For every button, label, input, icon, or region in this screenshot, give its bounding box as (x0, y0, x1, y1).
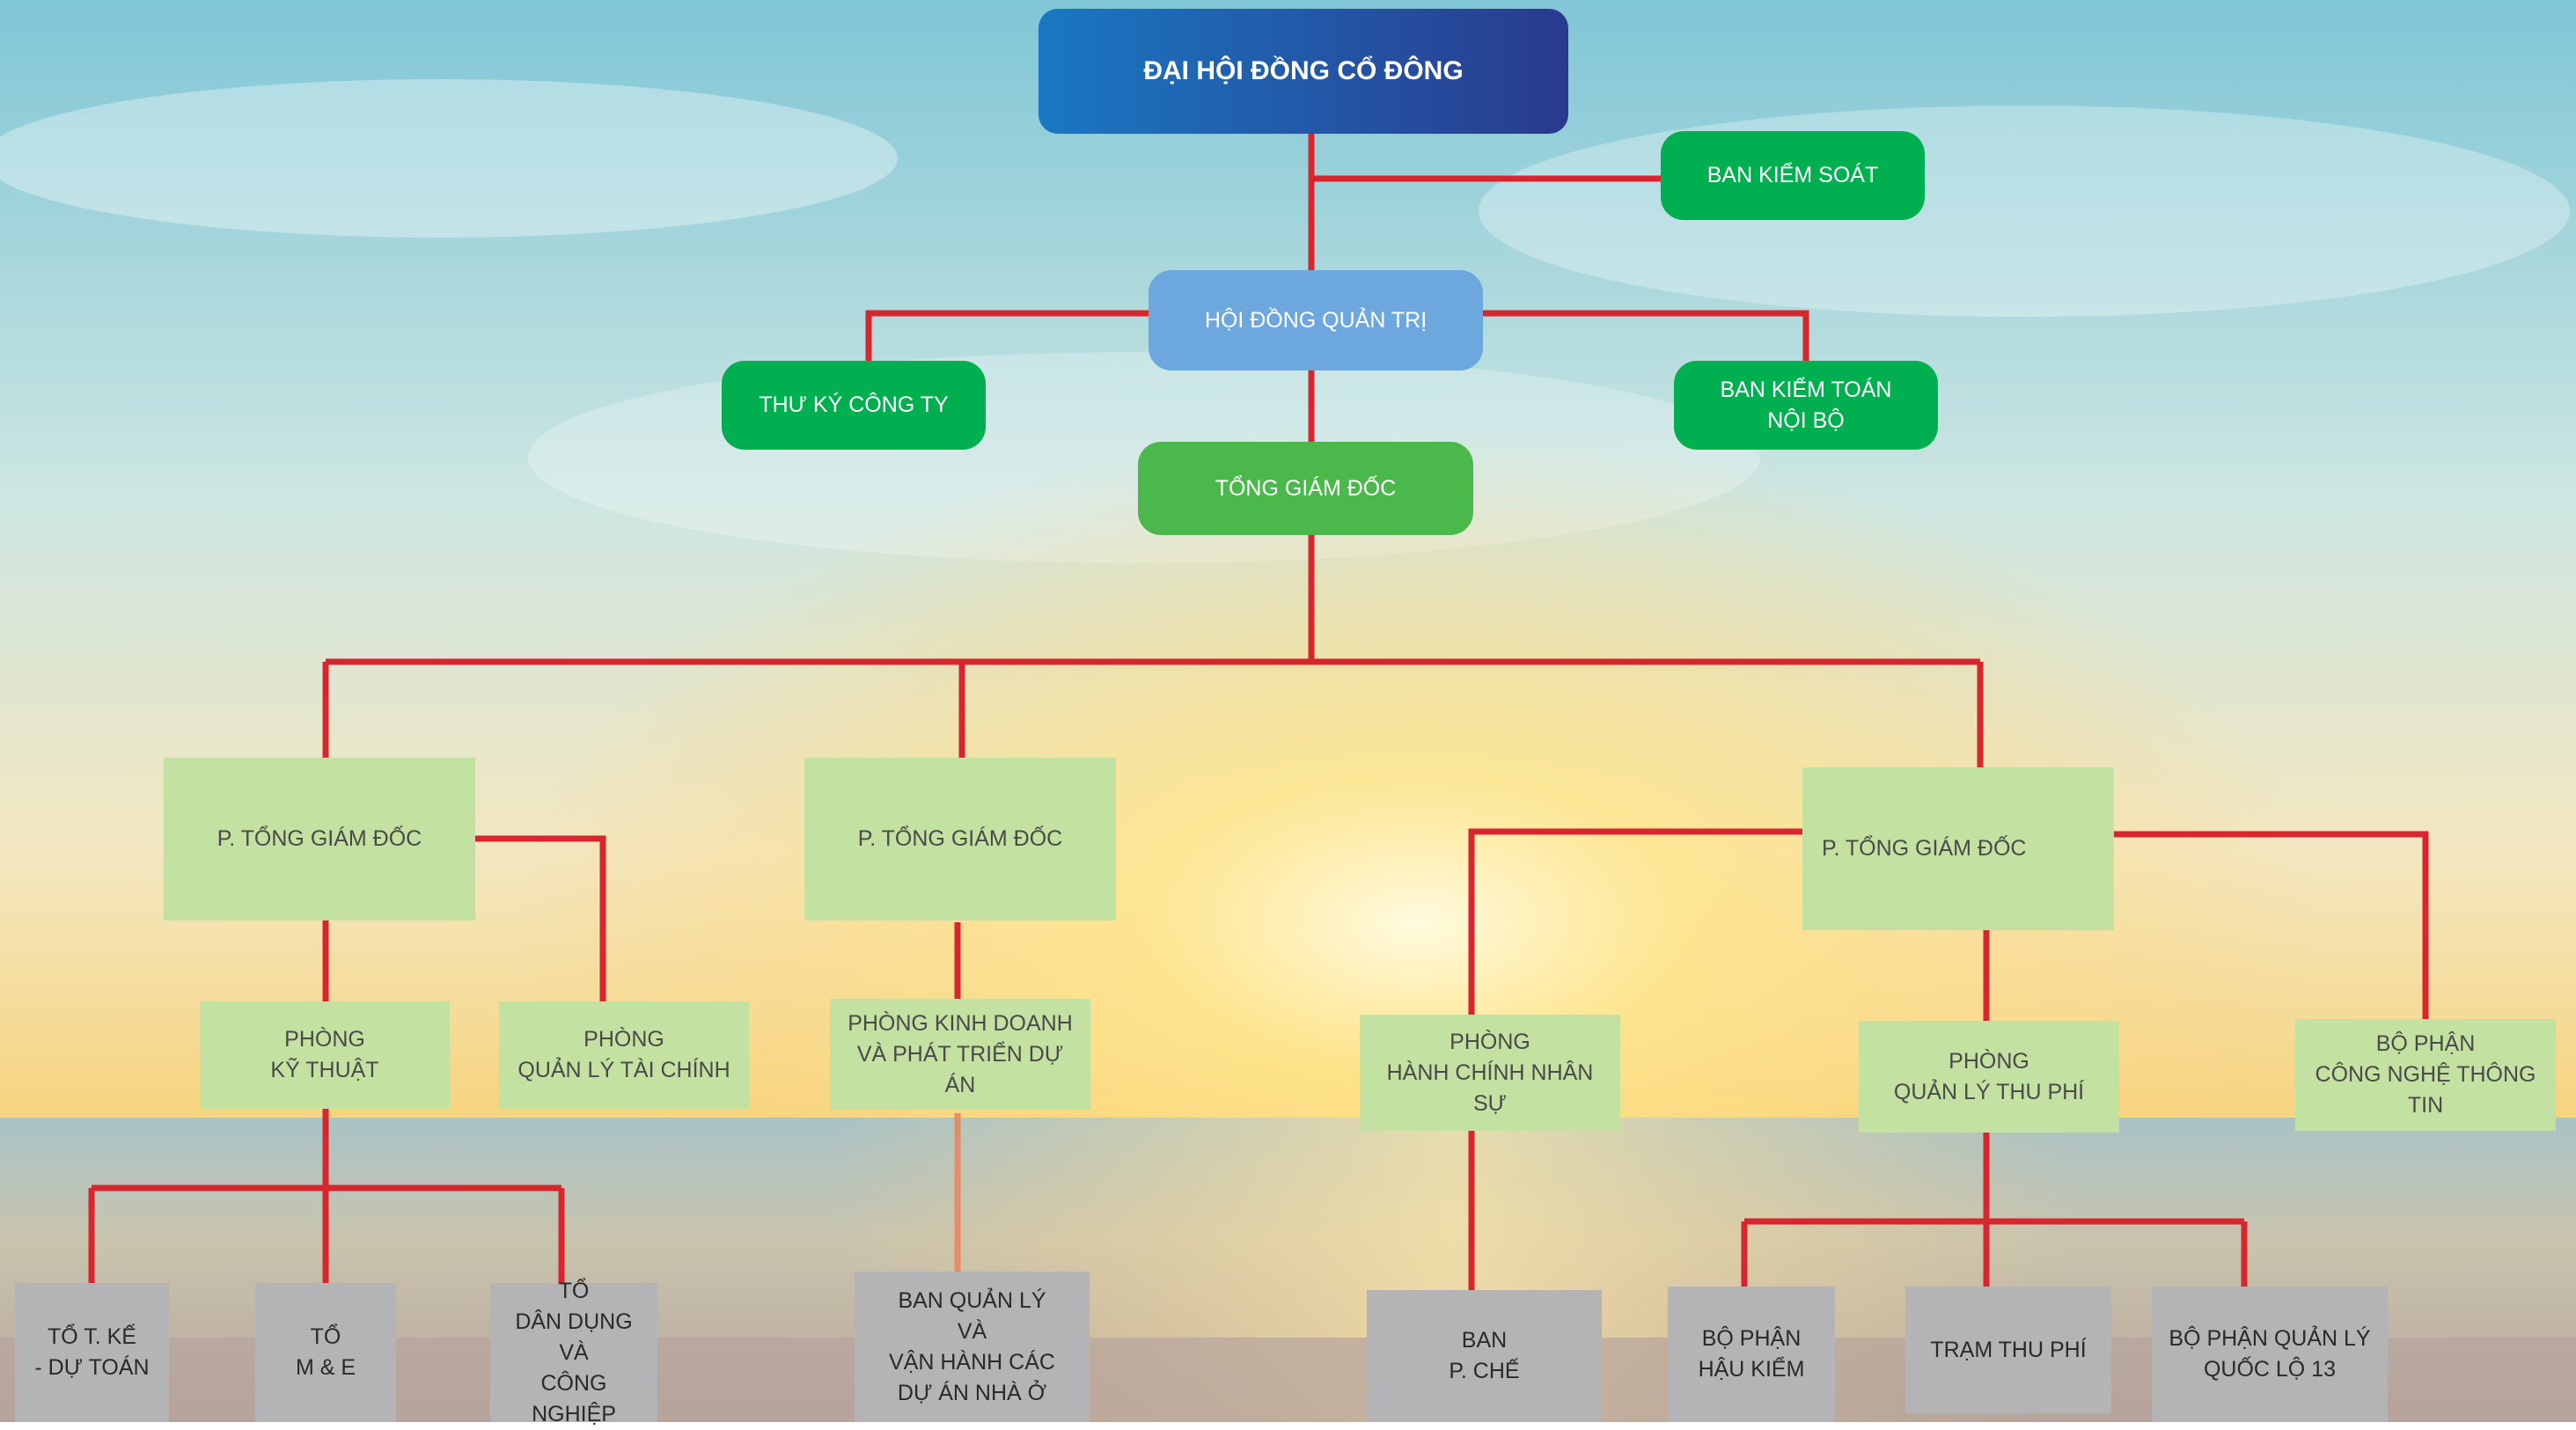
connector-ptgd1-tai-chinh (475, 835, 606, 1003)
pho-tong-giam-doc-2-box: P. TỔNG GIÁM ĐỐC (804, 758, 1116, 920)
to-m-e-box: TỔ M & E (255, 1283, 396, 1422)
thu-ky-cong-ty-label: THƯ KÝ CÔNG TY (759, 392, 949, 417)
pho-tong-giam-doc-2-label: P. TỔNG GIÁM ĐỐC (857, 826, 1063, 851)
pho-tong-giam-doc-3-label: P. TỔNG GIÁM ĐỐC (1822, 836, 2027, 861)
dai-hoi-dong-co-dong-label: ĐẠI HỘI ĐỒNG CỔ ĐÔNG (1143, 56, 1464, 85)
bo-phan-hau-kiem-label: BỘ PHẬN HẬU KIỂM (1698, 1326, 1805, 1382)
bo-phan-hau-kiem-box: BỘ PHẬN HẬU KIỂM (1668, 1287, 1835, 1422)
pho-tong-giam-doc-1-box: P. TỔNG GIÁM ĐỐC (164, 758, 475, 920)
tong-giam-doc-label: TỔNG GIÁM ĐỐC (1215, 475, 1397, 501)
ban-quan-ly-van-hanh-du-an-label: BAN QUẢN LÝ VÀ VẬN HÀNH CÁC DỰ ÁN NHÀ Ở (889, 1287, 1055, 1405)
bo-phan-cntt-label: BỘ PHẬN CÔNG NGHỆ THÔNG TIN (2315, 1031, 2536, 1118)
ban-quan-ly-van-hanh-du-an-box: BAN QUẢN LÝ VÀ VẬN HÀNH CÁC DỰ ÁN NHÀ Ở (855, 1272, 1090, 1422)
ban-kiem-toan-noi-bo-box: BAN KIỂM TOÁN NỘI BỘ (1674, 361, 1938, 450)
bo-phan-cntt-box: BỘ PHẬN CÔNG NGHỆ THÔNG TIN (2295, 1019, 2556, 1131)
to-thiet-ke-du-toan-label: TỔ T. KẾ - DỰ TOÁN (34, 1324, 150, 1380)
bo-phan-quan-ly-quoc-lo-13-label: BỘ PHẬN QUẢN LÝ QUỐC LỘ 13 (2169, 1326, 2371, 1382)
connector-thu-ky (865, 310, 1149, 363)
phong-quan-ly-thu-phi-box: PHÒNG QUẢN LÝ THU PHÍ (1859, 1021, 2119, 1133)
ban-kiem-soat-box: BAN KIỂM SOÁT (1661, 131, 1925, 220)
phong-quan-ly-tai-chinh-label: PHÒNG QUẢN LÝ TÀI CHÍNH (517, 1027, 730, 1082)
connector-ptgd3-hcns (1468, 828, 1804, 1016)
phong-kinh-doanh-label: PHÒNG KINH DOANH VÀ PHÁT TRIỂN DỰ ÁN (848, 1010, 1073, 1097)
tram-thu-phi-label: TRẠM THU PHÍ (1930, 1337, 2087, 1362)
to-thiet-ke-du-toan-box: TỔ T. KẾ - DỰ TOÁN (15, 1283, 169, 1422)
pho-tong-giam-doc-1-label: P. TỔNG GIÁM ĐỐC (217, 826, 422, 851)
thu-ky-cong-ty-box: THƯ KÝ CÔNG TY (722, 361, 986, 450)
phong-kinh-doanh-box: PHÒNG KINH DOANH VÀ PHÁT TRIỂN DỰ ÁN (830, 999, 1090, 1110)
pho-tong-giam-doc-3-box: P. TỔNG GIÁM ĐỐC (1802, 767, 2114, 930)
to-dan-dung-cong-nghiep-label: TỔ DÂN DỤNG VÀ CÔNG NGHIỆP (515, 1278, 633, 1426)
ban-p-che-box: BAN P. CHẾ (1367, 1290, 1602, 1422)
bo-phan-quan-ly-quoc-lo-13-box: BỘ PHẬN QUẢN LÝ QUỐC LỘ 13 (2152, 1287, 2388, 1422)
hoi-dong-quan-tri-box: HỘI ĐỒNG QUẢN TRỊ (1149, 270, 1483, 370)
hoi-dong-quan-tri-label: HỘI ĐỒNG QUẢN TRỊ (1204, 307, 1427, 333)
dai-hoi-dong-co-dong-box: ĐẠI HỘI ĐỒNG CỔ ĐÔNG (1038, 9, 1568, 134)
phong-ky-thuat-box: PHÒNG KỸ THUẬT (200, 1001, 450, 1109)
to-dan-dung-cong-nghiep-box: TỔ DÂN DỤNG VÀ CÔNG NGHIỆP (490, 1279, 657, 1426)
connector-ptgd3-cntt (2112, 831, 2429, 1021)
tong-giam-doc-box: TỔNG GIÁM ĐỐC (1138, 442, 1473, 535)
ban-p-che-label: BAN P. CHẾ (1449, 1328, 1520, 1383)
ban-kiem-toan-noi-bo-label: BAN KIỂM TOÁN NỘI BỘ (1720, 377, 1892, 433)
phong-quan-ly-tai-chinh-box: PHÒNG QUẢN LÝ TÀI CHÍNH (499, 1001, 749, 1109)
phong-ky-thuat-label: PHÒNG KỸ THUẬT (270, 1027, 379, 1082)
connector-ban-kiem-toan (1483, 310, 1809, 363)
phong-quan-ly-thu-phi-label: PHÒNG QUẢN LÝ THU PHÍ (1893, 1048, 2085, 1104)
phong-hanh-chinh-nhan-su-label: PHÒNG HÀNH CHÍNH NHÂN SỰ (1386, 1029, 1594, 1116)
tram-thu-phi-box: TRẠM THU PHÍ (1905, 1287, 2111, 1413)
phong-hanh-chinh-nhan-su-box: PHÒNG HÀNH CHÍNH NHÂN SỰ (1360, 1015, 1620, 1131)
to-m-e-label: TỔ M & E (295, 1324, 356, 1380)
ban-kiem-soat-label: BAN KIỂM SOÁT (1706, 163, 1879, 187)
